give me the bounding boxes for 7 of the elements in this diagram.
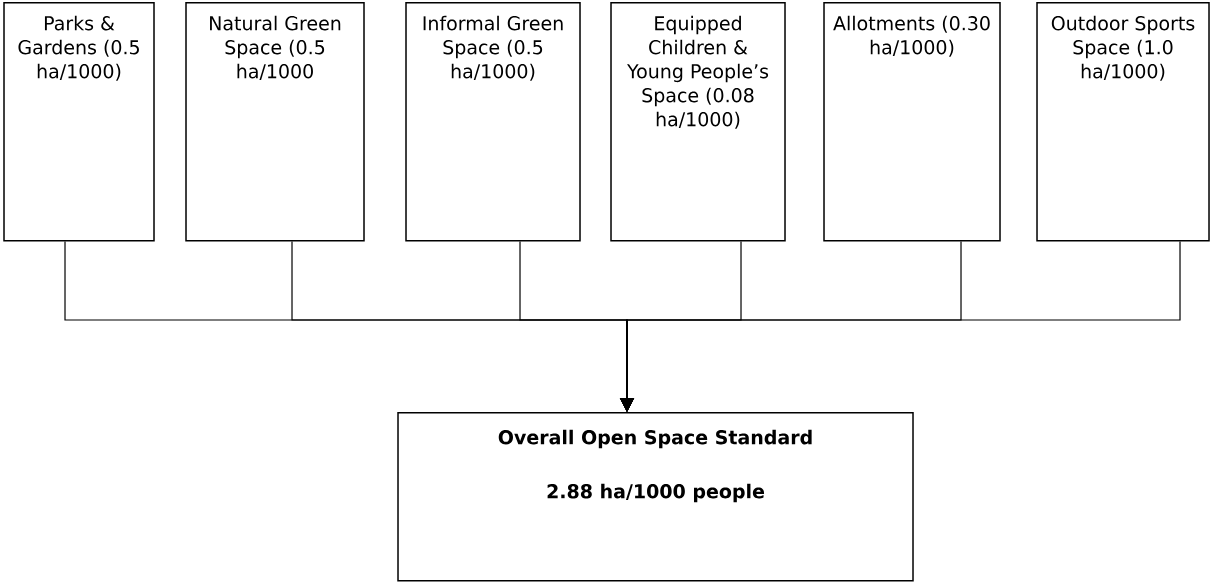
result-box: Overall Open Space Standard 2.88 ha/1000 people xyxy=(397,412,914,582)
category-box: Informal Green Space (0.5 ha/1000) xyxy=(405,2,581,242)
category-box: Parks & Gardens (0.5 ha/1000) xyxy=(3,2,155,242)
category-box: Natural Green Space (0.5 ha/1000 xyxy=(185,2,365,242)
category-box: Equipped Children & Young People’s Space (0.08 ha/1000) xyxy=(610,2,786,242)
category-box: Outdoor Sports Space (1.0 ha/1000) xyxy=(1036,2,1210,242)
category-box: Allotments (0.30 ha/1000) xyxy=(823,2,1001,242)
